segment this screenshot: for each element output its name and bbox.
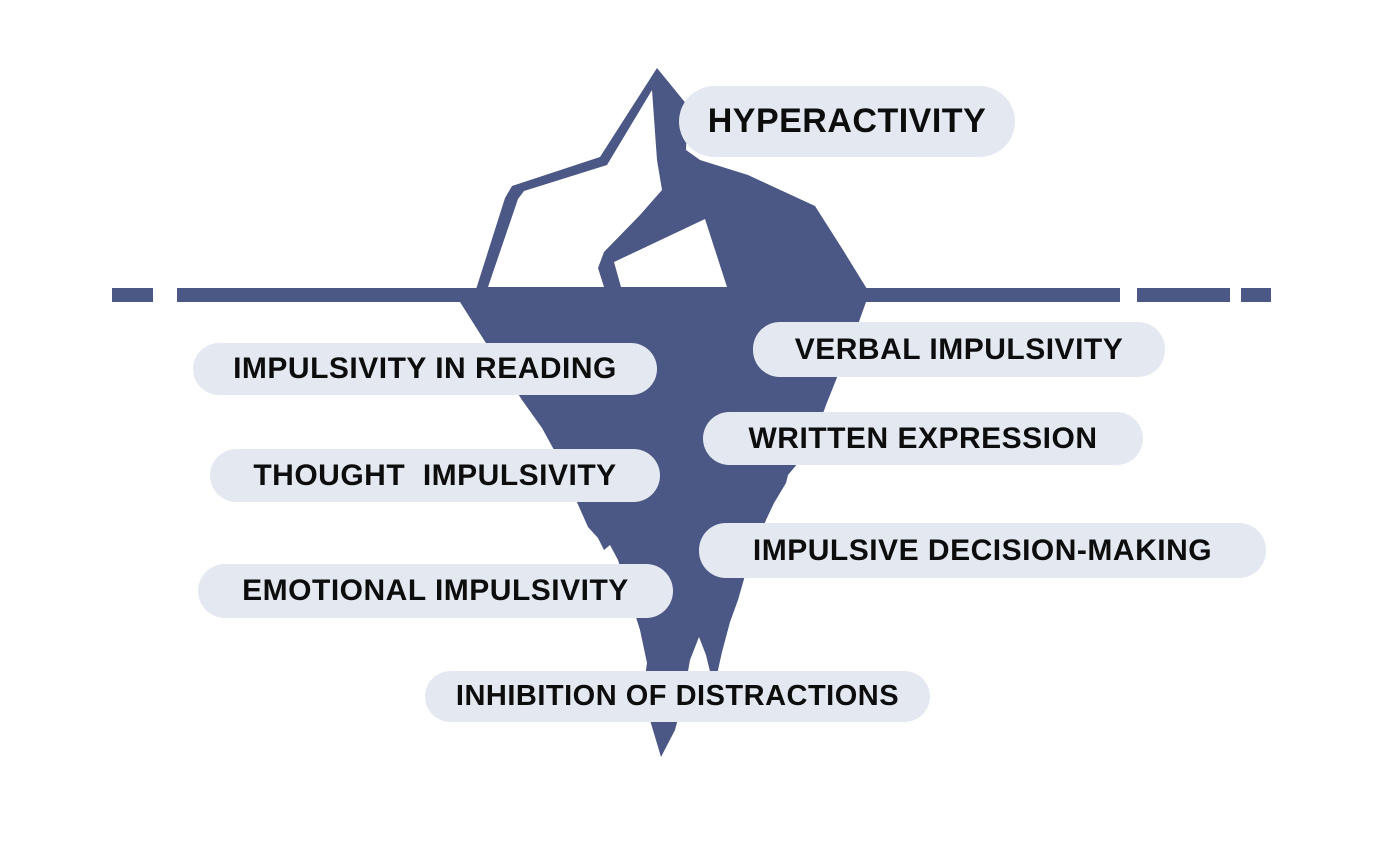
label-thought-impulsivity: THOUGHT IMPULSIVITY <box>210 449 660 502</box>
label-emotional-impulsivity: EMOTIONAL IMPULSIVITY <box>198 564 673 618</box>
waterline-dash-left <box>112 288 153 302</box>
label-impulsive-decision-making: IMPULSIVE DECISION-MAKING <box>699 523 1266 578</box>
label-inhibition-of-distractions: INHIBITION OF DISTRACTIONS <box>425 671 930 722</box>
waterline-dash-right-end <box>1241 288 1271 302</box>
label-verbal-impulsivity: VERBAL IMPULSIVITY <box>753 322 1165 377</box>
waterline-dash-right <box>1137 288 1230 302</box>
label-impulsivity-in-reading: IMPULSIVITY IN READING <box>193 343 657 395</box>
label-hyperactivity: HYPERACTIVITY <box>679 86 1015 157</box>
label-written-expression: WRITTEN EXPRESSION <box>703 412 1143 465</box>
iceberg-face-highlight <box>488 90 662 287</box>
iceberg-face-wedge <box>614 219 727 287</box>
